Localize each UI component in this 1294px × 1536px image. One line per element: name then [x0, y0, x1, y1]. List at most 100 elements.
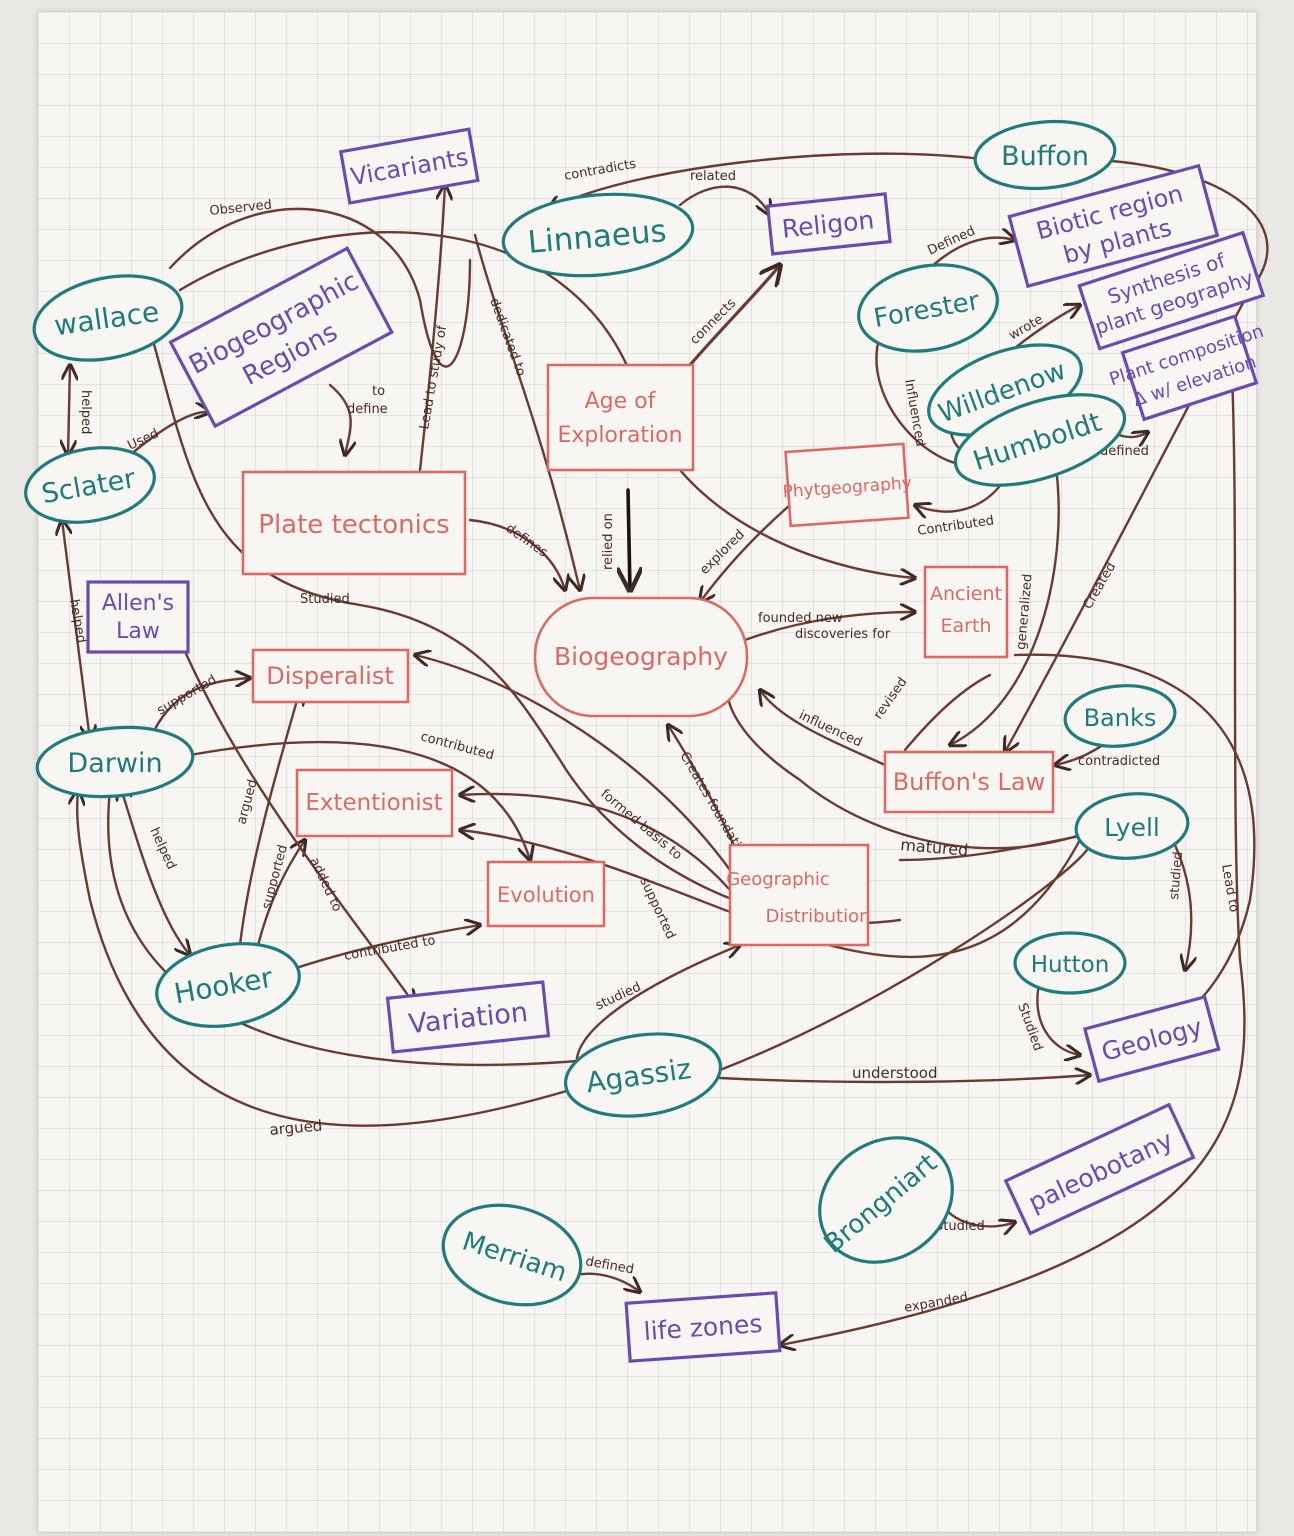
label-used: Used: [125, 426, 161, 453]
node-humboldt: Humboldt: [953, 393, 1127, 487]
edge-lead-to-plant: [1228, 328, 1242, 962]
label-relied-on: relied on: [601, 513, 616, 570]
label-studied-sclater: Studied: [300, 592, 350, 607]
node-brongniart: Brongniart: [818, 1136, 954, 1264]
label-expanded: expanded: [903, 1290, 969, 1316]
label-understood: understood: [852, 1064, 938, 1082]
node-age-of-exploration: Age of Exploration: [546, 363, 695, 472]
edge-age-biogeography: [628, 488, 630, 590]
edge-wallace-observed: [168, 207, 472, 368]
node-lyell-label: Lyell: [1104, 813, 1160, 842]
node-religon: Religon: [765, 192, 892, 256]
node-hooker: Hooker: [155, 942, 301, 1028]
edge-darwin-disperalist: [148, 678, 250, 742]
label-helped-sclater-darwin: helped: [66, 598, 88, 644]
label-defined-humboldt: defined: [1100, 444, 1149, 459]
node-evolution: Evolution: [486, 860, 606, 928]
node-geodist-line2: Distribution: [765, 906, 870, 927]
edge-linnaeus-religon: [678, 185, 770, 215]
edge-allens-variation: [178, 638, 415, 1005]
label-lead-to-study: Lead to study of: [417, 324, 450, 431]
edge-hooker-evolution: [288, 925, 480, 972]
node-paleobotany: paleobotany: [1003, 1102, 1196, 1236]
label-studied-brongniart: Studied: [935, 1219, 985, 1234]
label-helped-darwin-hooker: helped: [146, 825, 178, 872]
label-to: to: [372, 384, 385, 399]
node-geodist-line1: Geographic: [726, 869, 830, 890]
node-buffon-label: Buffon: [1001, 141, 1089, 172]
edge-geodist-disperalist: [415, 655, 732, 872]
label-created: Created: [1080, 560, 1119, 612]
edge-lyell-biogeo: [728, 680, 1082, 850]
node-age-line2: Exploration: [557, 423, 682, 448]
node-evolution-label: Evolution: [497, 883, 595, 907]
label-contradicts: contradicts: [563, 157, 637, 184]
label-supported-hooker: supported: [259, 843, 291, 911]
label-contributed-humboldt: Contributed: [916, 513, 995, 539]
node-extentionist: Extentionist: [295, 768, 454, 838]
node-buffonslaw-label: Buffon's Law: [893, 768, 1046, 796]
label-dedicated: dedicated to: [486, 296, 528, 378]
node-agassiz: Agassiz: [563, 1032, 723, 1118]
node-extentionist-label: Extentionist: [305, 790, 442, 816]
edge-lyell-geology: [1173, 843, 1191, 970]
node-plate-label: Plate tectonics: [258, 510, 449, 540]
edge-sclater-regions: [128, 412, 210, 457]
label-influenced-buffon: influenced: [796, 708, 864, 750]
label-contradicted: contradicted: [1078, 754, 1160, 769]
edge-sclater-darwin: [62, 520, 90, 740]
label-added-to: added to: [306, 855, 344, 914]
edge-phyto-biogeography: [700, 503, 792, 602]
node-buffon: Buffon: [973, 119, 1117, 191]
node-linnaeus: Linnaeus: [501, 192, 695, 278]
node-allens-law: Allen's Law: [86, 580, 190, 654]
node-forester: Forester: [857, 263, 999, 353]
edge-forester-biotic: [928, 238, 1015, 270]
label-related: related: [690, 169, 736, 184]
node-life-zones: life zones: [624, 1291, 782, 1363]
edge-lyell-matured: [898, 833, 1087, 862]
node-darwin-label: Darwin: [67, 748, 162, 779]
edge-buffon-linnaeus: [548, 152, 992, 210]
label-helped-wallace: helped: [78, 390, 93, 434]
node-buffons-law: Buffon's Law: [883, 750, 1055, 814]
edge-buffonslaw-biogeo: [760, 690, 887, 767]
node-age-line1: Age of: [585, 389, 657, 414]
edge-geodist-biogeo: [668, 725, 742, 862]
node-geographic-distribution: Geographic Distribution: [726, 843, 871, 947]
edge-wallace-ancient: [178, 231, 915, 578]
edge-lifezones-expanded: [780, 958, 1246, 1345]
node-wallace: wallace: [32, 274, 184, 362]
label-studied-hutton: Studied: [1014, 1001, 1045, 1053]
edge-merriam-lifezones: [573, 1272, 640, 1292]
label-generalized: generalized: [1014, 573, 1036, 650]
node-allens-line2: Law: [116, 619, 160, 644]
edge-hooker-disperalist: [238, 690, 300, 947]
edge-plate-biogeography: [468, 518, 565, 590]
edge-leadto-vicariants: [418, 185, 445, 472]
label-argued-hooker: argued: [234, 778, 260, 826]
node-plate-tectonics: Plate tectonics: [241, 470, 467, 576]
edge-darwin-hooker: [120, 785, 190, 955]
label-formed-basis: formed basis to: [597, 787, 684, 864]
edge-age-religon: [688, 265, 780, 367]
label-define: define: [347, 402, 388, 417]
label-supported-darwin: supported: [155, 672, 220, 718]
edge-buffonslaw-ancient: [903, 673, 992, 752]
node-hutton: Hutton: [1013, 931, 1127, 995]
node-disperalist: Disperalist: [251, 648, 410, 704]
label-founded-1: founded new: [758, 611, 843, 626]
node-vicariants: Vicariants: [338, 127, 480, 205]
node-ancient-line2: Earth: [941, 615, 992, 637]
node-disperalist-label: Disperalist: [266, 662, 393, 690]
edge-buffon-buffonslaw: [1005, 158, 1269, 752]
node-banks: Banks: [1063, 684, 1177, 748]
edge-agassiz-darwin: [77, 790, 572, 1127]
label-matured: matured: [900, 835, 969, 860]
edge-hooker-extentionist: [256, 840, 305, 947]
node-biogeography-label: Biogeography: [554, 642, 728, 671]
edge-humboldt-buffonslaw: [950, 458, 1060, 745]
label-contributed-to: contributed to: [343, 933, 437, 964]
